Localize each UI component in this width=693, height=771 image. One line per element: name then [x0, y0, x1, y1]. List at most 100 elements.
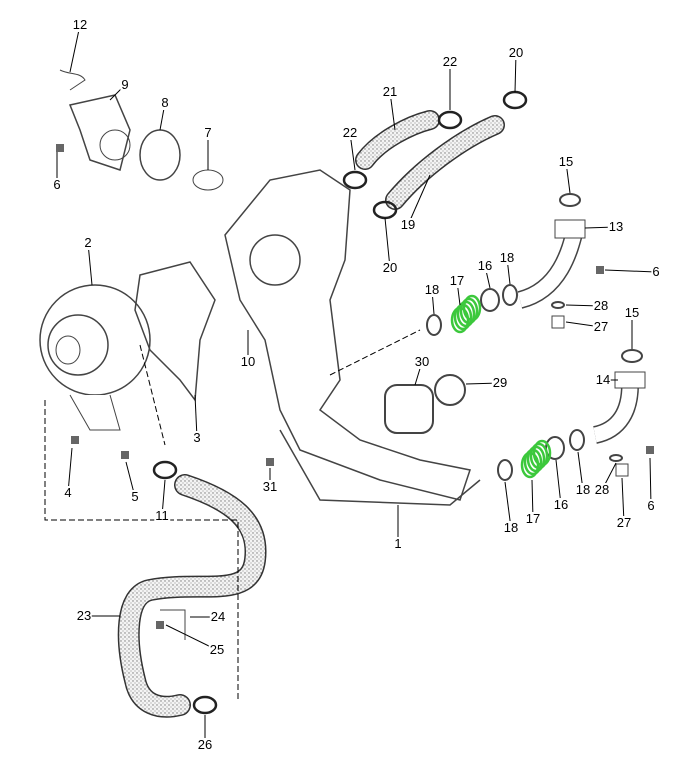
- hose: [119, 475, 266, 717]
- callout-label-16: 16: [476, 258, 494, 273]
- spring-coil: [532, 439, 552, 467]
- callout-label-10: 10: [239, 354, 257, 369]
- callout-label-23: 23: [75, 608, 93, 623]
- callout-label-11: 11: [154, 508, 170, 523]
- callout-label-24: 24: [209, 609, 227, 624]
- callout-label-27: 27: [592, 319, 610, 334]
- hose-clamp: [437, 110, 463, 130]
- callout-leader-line: [194, 394, 198, 439]
- flange-upper: [554, 219, 586, 239]
- callout-label-18: 18: [574, 482, 592, 497]
- callout-label-28: 28: [593, 482, 611, 497]
- thermostat: [192, 169, 224, 191]
- callout-label-20: 20: [507, 45, 525, 60]
- callout-label-6: 6: [52, 177, 62, 192]
- bracket: [160, 609, 186, 640]
- housing-opening: [249, 234, 301, 286]
- callout-leader-line: [87, 242, 93, 286]
- spring-coil: [529, 442, 549, 470]
- hose-clamp: [502, 90, 528, 110]
- callout-label-26: 26: [196, 737, 214, 752]
- dashed-reference-line: [329, 329, 421, 376]
- callout-label-25: 25: [208, 642, 226, 657]
- water-pump-outlet: [69, 394, 121, 431]
- sealing-ring: [497, 459, 513, 481]
- callout-leader-line: [67, 447, 73, 494]
- bolt: [121, 451, 129, 459]
- housing-port: [99, 129, 131, 161]
- callout-label-30: 30: [413, 354, 431, 369]
- plug: [615, 463, 629, 477]
- callout-label-12: 12: [71, 17, 89, 32]
- callout-leader-line: [69, 24, 81, 73]
- bolt: [56, 144, 64, 152]
- callout-label-7: 7: [203, 125, 213, 140]
- bolt: [266, 458, 274, 466]
- bolt: [596, 266, 604, 274]
- callout-label-5: 5: [130, 489, 140, 504]
- callout-leader-line: [604, 269, 657, 273]
- sealing-ring: [609, 454, 623, 462]
- pipe-upper-inner: [517, 228, 583, 308]
- hose-clamp: [372, 200, 398, 220]
- callout-label-22: 22: [341, 125, 359, 140]
- bolt: [646, 446, 654, 454]
- spring-coil: [459, 297, 479, 325]
- spring-coil: [462, 294, 482, 322]
- sealing-ring: [621, 349, 643, 363]
- callout-label-27: 27: [615, 515, 633, 530]
- callout-label-19: 19: [399, 217, 417, 232]
- callout-label-29: 29: [491, 375, 509, 390]
- callout-label-6: 6: [646, 498, 656, 513]
- callout-leader-line: [384, 217, 391, 269]
- hose-clamp: [152, 460, 178, 480]
- hose: [386, 116, 504, 209]
- flange-lower: [614, 371, 646, 389]
- water-pump-hub: [55, 335, 81, 365]
- seal-ring: [384, 384, 434, 434]
- callout-label-8: 8: [160, 95, 170, 110]
- retaining-clip: [59, 69, 86, 91]
- callout-label-16: 16: [552, 497, 570, 512]
- callout-label-14: 14: [594, 372, 612, 387]
- callout-label-18: 18: [423, 282, 441, 297]
- callout-label-18: 18: [498, 250, 516, 265]
- pipe-lower-inner: [593, 384, 638, 443]
- bolt: [71, 436, 79, 444]
- sealing-ring: [559, 193, 581, 207]
- callout-leader-line: [165, 624, 218, 651]
- callout-leader-line: [504, 481, 512, 529]
- callout-label-3: 3: [192, 430, 202, 445]
- callout-label-17: 17: [448, 273, 466, 288]
- hose-clamp: [192, 695, 218, 715]
- coolant-pipe: [279, 429, 481, 506]
- dashed-reference-line: [44, 400, 239, 700]
- callout-leader-line: [407, 174, 431, 226]
- callout-label-17: 17: [524, 511, 542, 526]
- callout-label-13: 13: [607, 219, 625, 234]
- callout-label-2: 2: [83, 235, 93, 250]
- callout-label-4: 4: [63, 485, 73, 500]
- callout-leader-line: [555, 459, 562, 506]
- callout-label-15: 15: [557, 154, 575, 169]
- callout-leader-line: [649, 457, 652, 507]
- dashed-reference-line: [139, 344, 166, 446]
- hose: [356, 111, 439, 169]
- sealing-ring: [480, 288, 500, 312]
- callout-label-18: 18: [502, 520, 520, 535]
- bolt: [156, 621, 164, 629]
- plug: [551, 315, 565, 329]
- sealing-ring: [551, 301, 565, 309]
- callout-label-31: 31: [261, 479, 279, 494]
- sealing-ring: [502, 284, 518, 306]
- callout-label-21: 21: [381, 84, 399, 99]
- callout-label-9: 9: [120, 77, 130, 92]
- callout-label-1: 1: [393, 536, 403, 551]
- callout-label-20: 20: [381, 260, 399, 275]
- sealing-ring: [569, 429, 585, 451]
- callout-label-6: 6: [651, 264, 661, 279]
- o-ring: [434, 374, 466, 406]
- hose-clamp: [342, 170, 368, 190]
